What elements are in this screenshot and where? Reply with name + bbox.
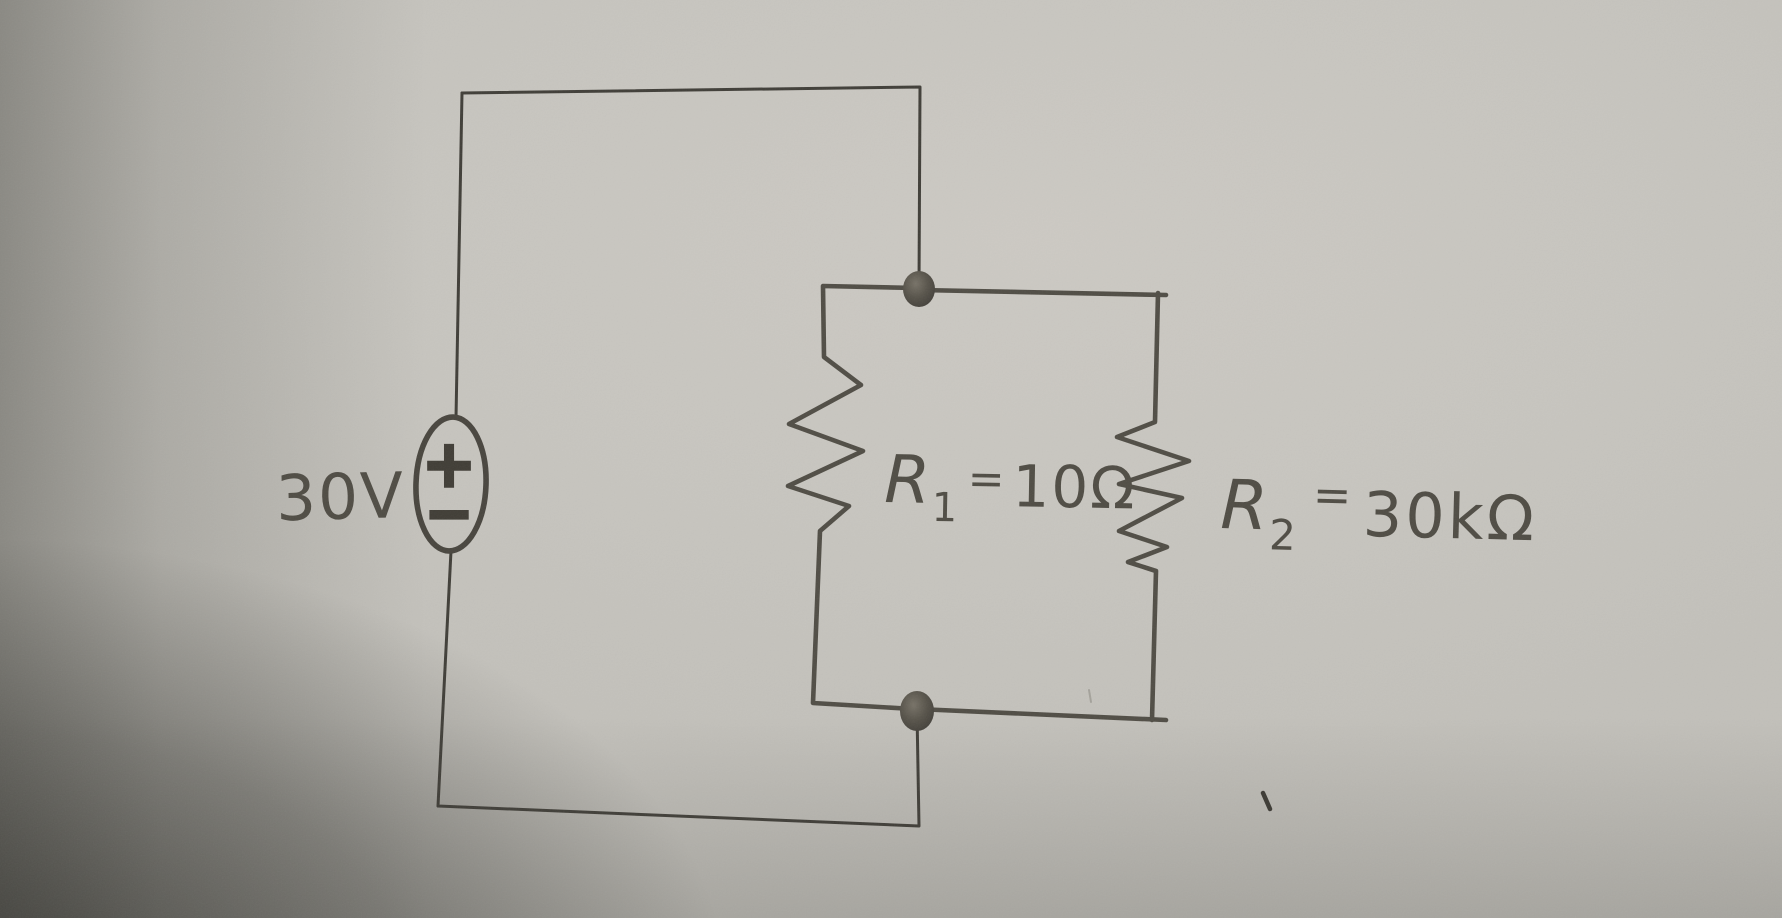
circuit-diagram: + − 30V R1=10Ω R2=30kΩ [0,0,1782,918]
paper-photo: + − 30V R1=10Ω R2=30kΩ [0,0,1782,918]
paper-grain-overlay [0,0,1782,918]
